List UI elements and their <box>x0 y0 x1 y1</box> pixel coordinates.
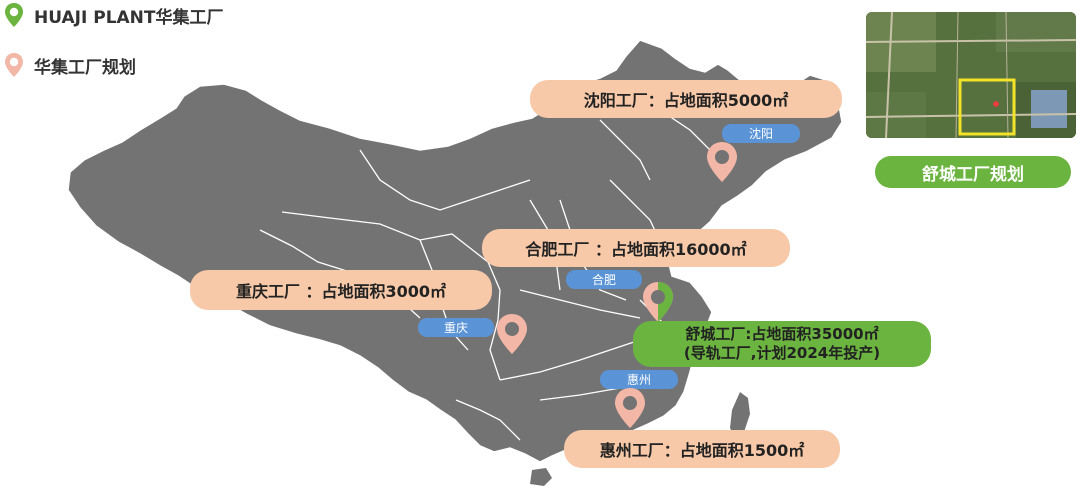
callout-chongqing: 重庆工厂 ：占地面积3000㎡ <box>190 270 492 310</box>
shucheng-plan-button[interactable]: 舒城工厂规划 <box>875 156 1071 188</box>
pin-shenyang-icon <box>707 142 737 182</box>
taiwan <box>730 392 750 440</box>
legend-plan: 华集工厂规划 <box>4 52 136 78</box>
pin-huizhou-icon <box>615 388 645 428</box>
shucheng-line2: (导轨工厂,计划2024年投产) <box>683 344 881 362</box>
legend-plan-label: 华集工厂规划 <box>34 57 136 78</box>
green-pin-icon <box>5 3 23 27</box>
satellite-photo <box>866 12 1076 138</box>
legend-plant-label: HUAJI PLANT华集工厂 <box>34 7 224 28</box>
pin-hefei-icon <box>643 282 673 322</box>
tag-hefei: 合肥 <box>566 270 642 289</box>
shucheng-line1: 舒城工厂:占地面积35000㎡ <box>685 325 879 343</box>
legend-plant: HUAJI PLANT华集工厂 <box>4 2 224 28</box>
tag-chongqing: 重庆 <box>418 318 494 337</box>
callout-hefei: 合肥工厂 ：占地面积16000㎡ <box>482 229 790 267</box>
tag-shenyang: 沈阳 <box>722 124 800 143</box>
pink-pin-icon <box>5 53 23 77</box>
callout-shucheng: 舒城工厂:占地面积35000㎡ (导轨工厂,计划2024年投产) <box>633 321 931 367</box>
callout-huizhou: 惠州工厂：占地面积1500㎡ <box>564 430 840 468</box>
hainan <box>530 468 552 486</box>
callout-shenyang: 沈阳工厂：占地面积5000㎡ <box>530 80 842 118</box>
tag-huizhou: 惠州 <box>600 370 678 389</box>
satellite-image <box>866 12 1076 138</box>
pin-chongqing-icon <box>497 314 527 354</box>
